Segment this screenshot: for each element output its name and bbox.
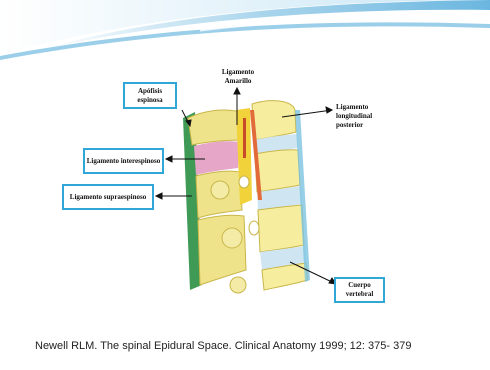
interspinous-ligament-shape: [194, 141, 240, 175]
ligamentum-flavum-cut: [243, 118, 246, 158]
vertebral-body-2: [255, 150, 300, 192]
vertebral-body-3: [258, 205, 304, 252]
label-cuerpo-vertebral: Cuerpo vertebral: [334, 277, 385, 303]
label-ligamento-interespinoso: Ligamento interespinoso: [83, 148, 164, 174]
spinous-process-upper: [188, 110, 242, 145]
label-ligamento-amarillo: Ligamento Amarillo: [212, 68, 264, 86]
foramen-2: [249, 221, 259, 235]
label-ligamento-longitudinal: Ligamento longitudinal posterior: [336, 103, 398, 130]
spinous-process-lower: [198, 215, 246, 285]
foramen-1: [239, 176, 249, 188]
citation: Newell RLM. The spinal Epidural Space. C…: [35, 340, 411, 352]
vertebral-body-1: [252, 101, 296, 140]
label-ligamento-supraespinoso: Ligamento supraespinoso: [62, 184, 154, 210]
label-apofisis-espinosa: Apófisis espinosa: [123, 82, 177, 109]
